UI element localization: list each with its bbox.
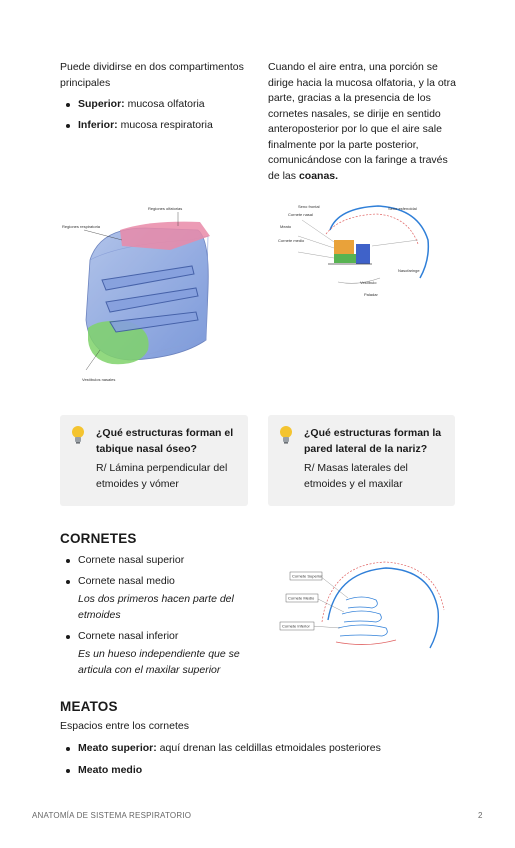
list-item: Cornete nasal superior bbox=[60, 553, 260, 568]
item-label: Inferior: bbox=[78, 119, 118, 131]
page-number: 2 bbox=[478, 811, 483, 820]
fig2-label: Meato bbox=[280, 224, 292, 229]
cornetes-figure: Cornete Superior Cornete Medio Cornete I… bbox=[279, 561, 445, 649]
item-text: mucosa respiratoria bbox=[117, 119, 213, 131]
fig2-label: Seno esfenoidal bbox=[388, 206, 417, 211]
meatos-section: MEATOS Espacios entre los cornetes Meato… bbox=[60, 699, 480, 778]
coanas-bold: coanas. bbox=[298, 169, 339, 182]
item-text: mucosa olfatoria bbox=[124, 98, 205, 110]
paragraph-text: Cuando el aire entra, una porción se dir… bbox=[268, 61, 456, 182]
fig2-label: Vestíbulo bbox=[360, 280, 377, 285]
label-regiones-respiratoria: Regiones respiratoria bbox=[62, 224, 101, 229]
left-intro-block: Puede dividirse en dos compartimentos pr… bbox=[60, 60, 250, 133]
fig2-label: Paladar bbox=[364, 292, 378, 297]
label-vestibulos: Vestíbulos nasales bbox=[82, 377, 115, 382]
sagittal-nasal-figure: Seno frontal Cornete nasal Meato Cornete… bbox=[278, 204, 430, 297]
footer-title: ANATOMÍA DE SISTEMA RESPIRATORIO bbox=[32, 811, 192, 820]
intro-text: Puede dividirse en dos compartimentos pr… bbox=[60, 61, 244, 89]
list-item: Cornete nasal inferior bbox=[60, 629, 260, 644]
cornetes-section: CORNETES Cornete nasal superior Cornete … bbox=[60, 531, 260, 678]
note-etmoides: Los dos primeros hacen parte del etmoide… bbox=[78, 593, 234, 621]
callout-question: ¿Qué estructuras forman la pared lateral… bbox=[304, 427, 442, 455]
fig2-label: Cornete nasal bbox=[288, 212, 313, 217]
label-regiones-olfatorias: Regiones olfatorias bbox=[148, 206, 182, 211]
note-maxilar: Es un hueso independiente que se articul… bbox=[78, 648, 240, 676]
list-item: Meato superior: aquí drenan las celdilla… bbox=[60, 741, 480, 756]
callout-question: ¿Qué estructuras forman el tabique nasal… bbox=[96, 427, 234, 455]
item-label: Meato medio bbox=[78, 763, 143, 776]
lightbulb-icon bbox=[72, 426, 84, 444]
item-label: Meato superior: bbox=[78, 741, 157, 754]
callout-tabique: ¿Qué estructuras forman el tabique nasal… bbox=[60, 415, 248, 506]
list-item: Cornete nasal medio bbox=[60, 574, 260, 589]
item-text: aquí drenan las celdillas etmoidales pos… bbox=[156, 741, 381, 754]
airflow-paragraph: Cuando el aire entra, una porción se dir… bbox=[268, 60, 460, 184]
lightbulb-icon bbox=[280, 426, 292, 444]
item-label: Superior: bbox=[78, 98, 125, 110]
fig2-label: Cornete medio bbox=[278, 238, 305, 243]
right-paragraph-block: Cuando el aire entra, una porción se dir… bbox=[268, 60, 460, 184]
list-item: Inferior: mucosa respiratoria bbox=[60, 118, 250, 133]
meatos-intro: Espacios entre los cornetes bbox=[60, 720, 189, 732]
list-item: Meato medio bbox=[60, 763, 480, 778]
nasal-cavity-3d-figure: Regiones olfatorias Regiones respiratori… bbox=[62, 206, 210, 382]
callout-answer: R/ Lámina perpendicular del etmoides y v… bbox=[96, 462, 228, 490]
fig3-label: Cornete Superior bbox=[292, 574, 323, 579]
section-heading-meatos: MEATOS bbox=[60, 699, 118, 714]
section-heading-cornetes: CORNETES bbox=[60, 531, 137, 546]
callout-answer: R/ Masas laterales del etmoides y el max… bbox=[304, 462, 408, 490]
fig3-label: Cornete Medio bbox=[288, 596, 315, 601]
fig2-label: Nasofaringe bbox=[398, 268, 420, 273]
callout-pared-lateral: ¿Qué estructuras forman la pared lateral… bbox=[268, 415, 455, 506]
list-item: Superior: mucosa olfatoria bbox=[60, 97, 250, 112]
fig2-label: Seno frontal bbox=[298, 204, 320, 209]
fig3-label: Cornete Inferior bbox=[282, 624, 310, 629]
